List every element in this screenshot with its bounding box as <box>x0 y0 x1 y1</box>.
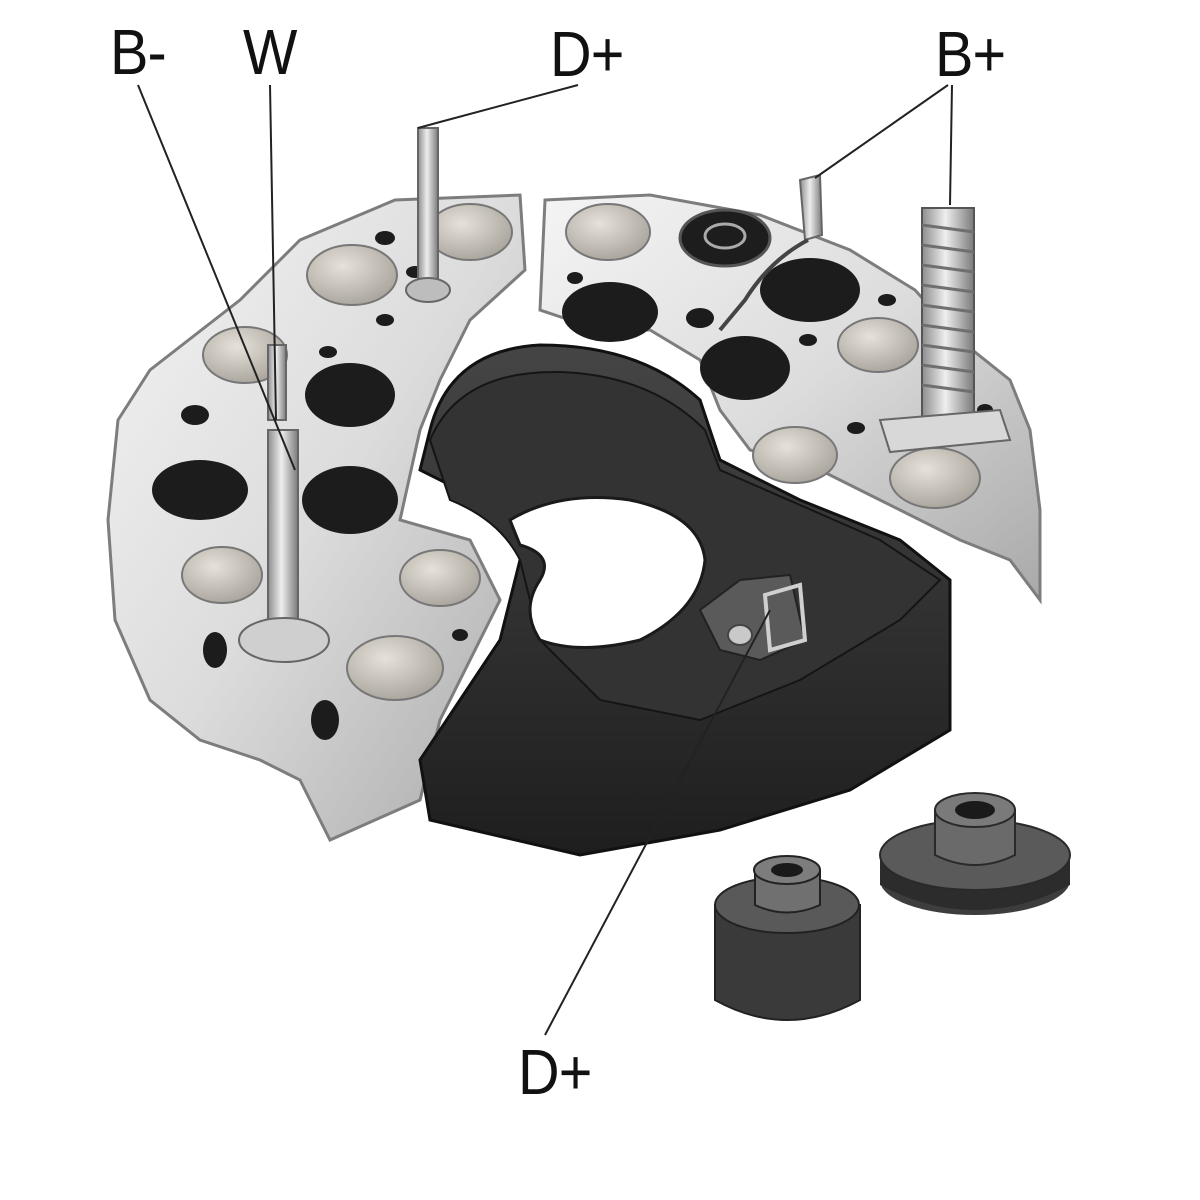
leader-lines <box>137 84 953 1036</box>
diode <box>346 635 444 701</box>
b-plus-tab-terminal <box>798 173 824 242</box>
left-plate-holes <box>152 231 468 740</box>
round-terminal <box>678 208 772 268</box>
leader-w <box>269 84 277 421</box>
leader-b-plus-stud <box>949 84 953 206</box>
label-b-minus: B- <box>110 16 167 88</box>
leader-b-minus <box>137 84 296 471</box>
leader-d-plus-top <box>417 84 579 129</box>
diode <box>752 426 838 484</box>
diode <box>306 244 398 306</box>
leader-d-plus-bottom <box>544 609 771 1036</box>
left-plate-diodes <box>181 203 513 701</box>
label-d-plus-bottom: D+ <box>518 1036 592 1108</box>
d-plus-stud-nut <box>405 277 451 303</box>
diode <box>399 549 481 607</box>
label-d-plus-top: D+ <box>550 18 624 90</box>
regulator-screw <box>727 624 753 646</box>
b-minus-stud <box>267 429 299 631</box>
diode <box>565 203 651 261</box>
b-plus-threaded-stud <box>878 207 1012 454</box>
leader-b-plus-tab <box>814 84 949 179</box>
label-w: W <box>243 16 297 88</box>
d-plus-stud <box>417 127 439 284</box>
central-bore <box>508 496 707 649</box>
bushing-small <box>714 855 861 1021</box>
b-minus-stud-nut <box>238 617 330 663</box>
wire-lead <box>718 238 809 332</box>
diode <box>427 203 513 261</box>
right-plate-holes <box>562 258 993 434</box>
w-stud <box>267 344 287 421</box>
brush-contacts <box>762 582 808 653</box>
diode <box>181 546 263 604</box>
diode <box>889 447 981 509</box>
diode <box>837 317 919 373</box>
round-terminal-inner <box>703 222 747 250</box>
bushing-large <box>879 792 1071 915</box>
label-b-plus: B+ <box>935 18 1006 90</box>
